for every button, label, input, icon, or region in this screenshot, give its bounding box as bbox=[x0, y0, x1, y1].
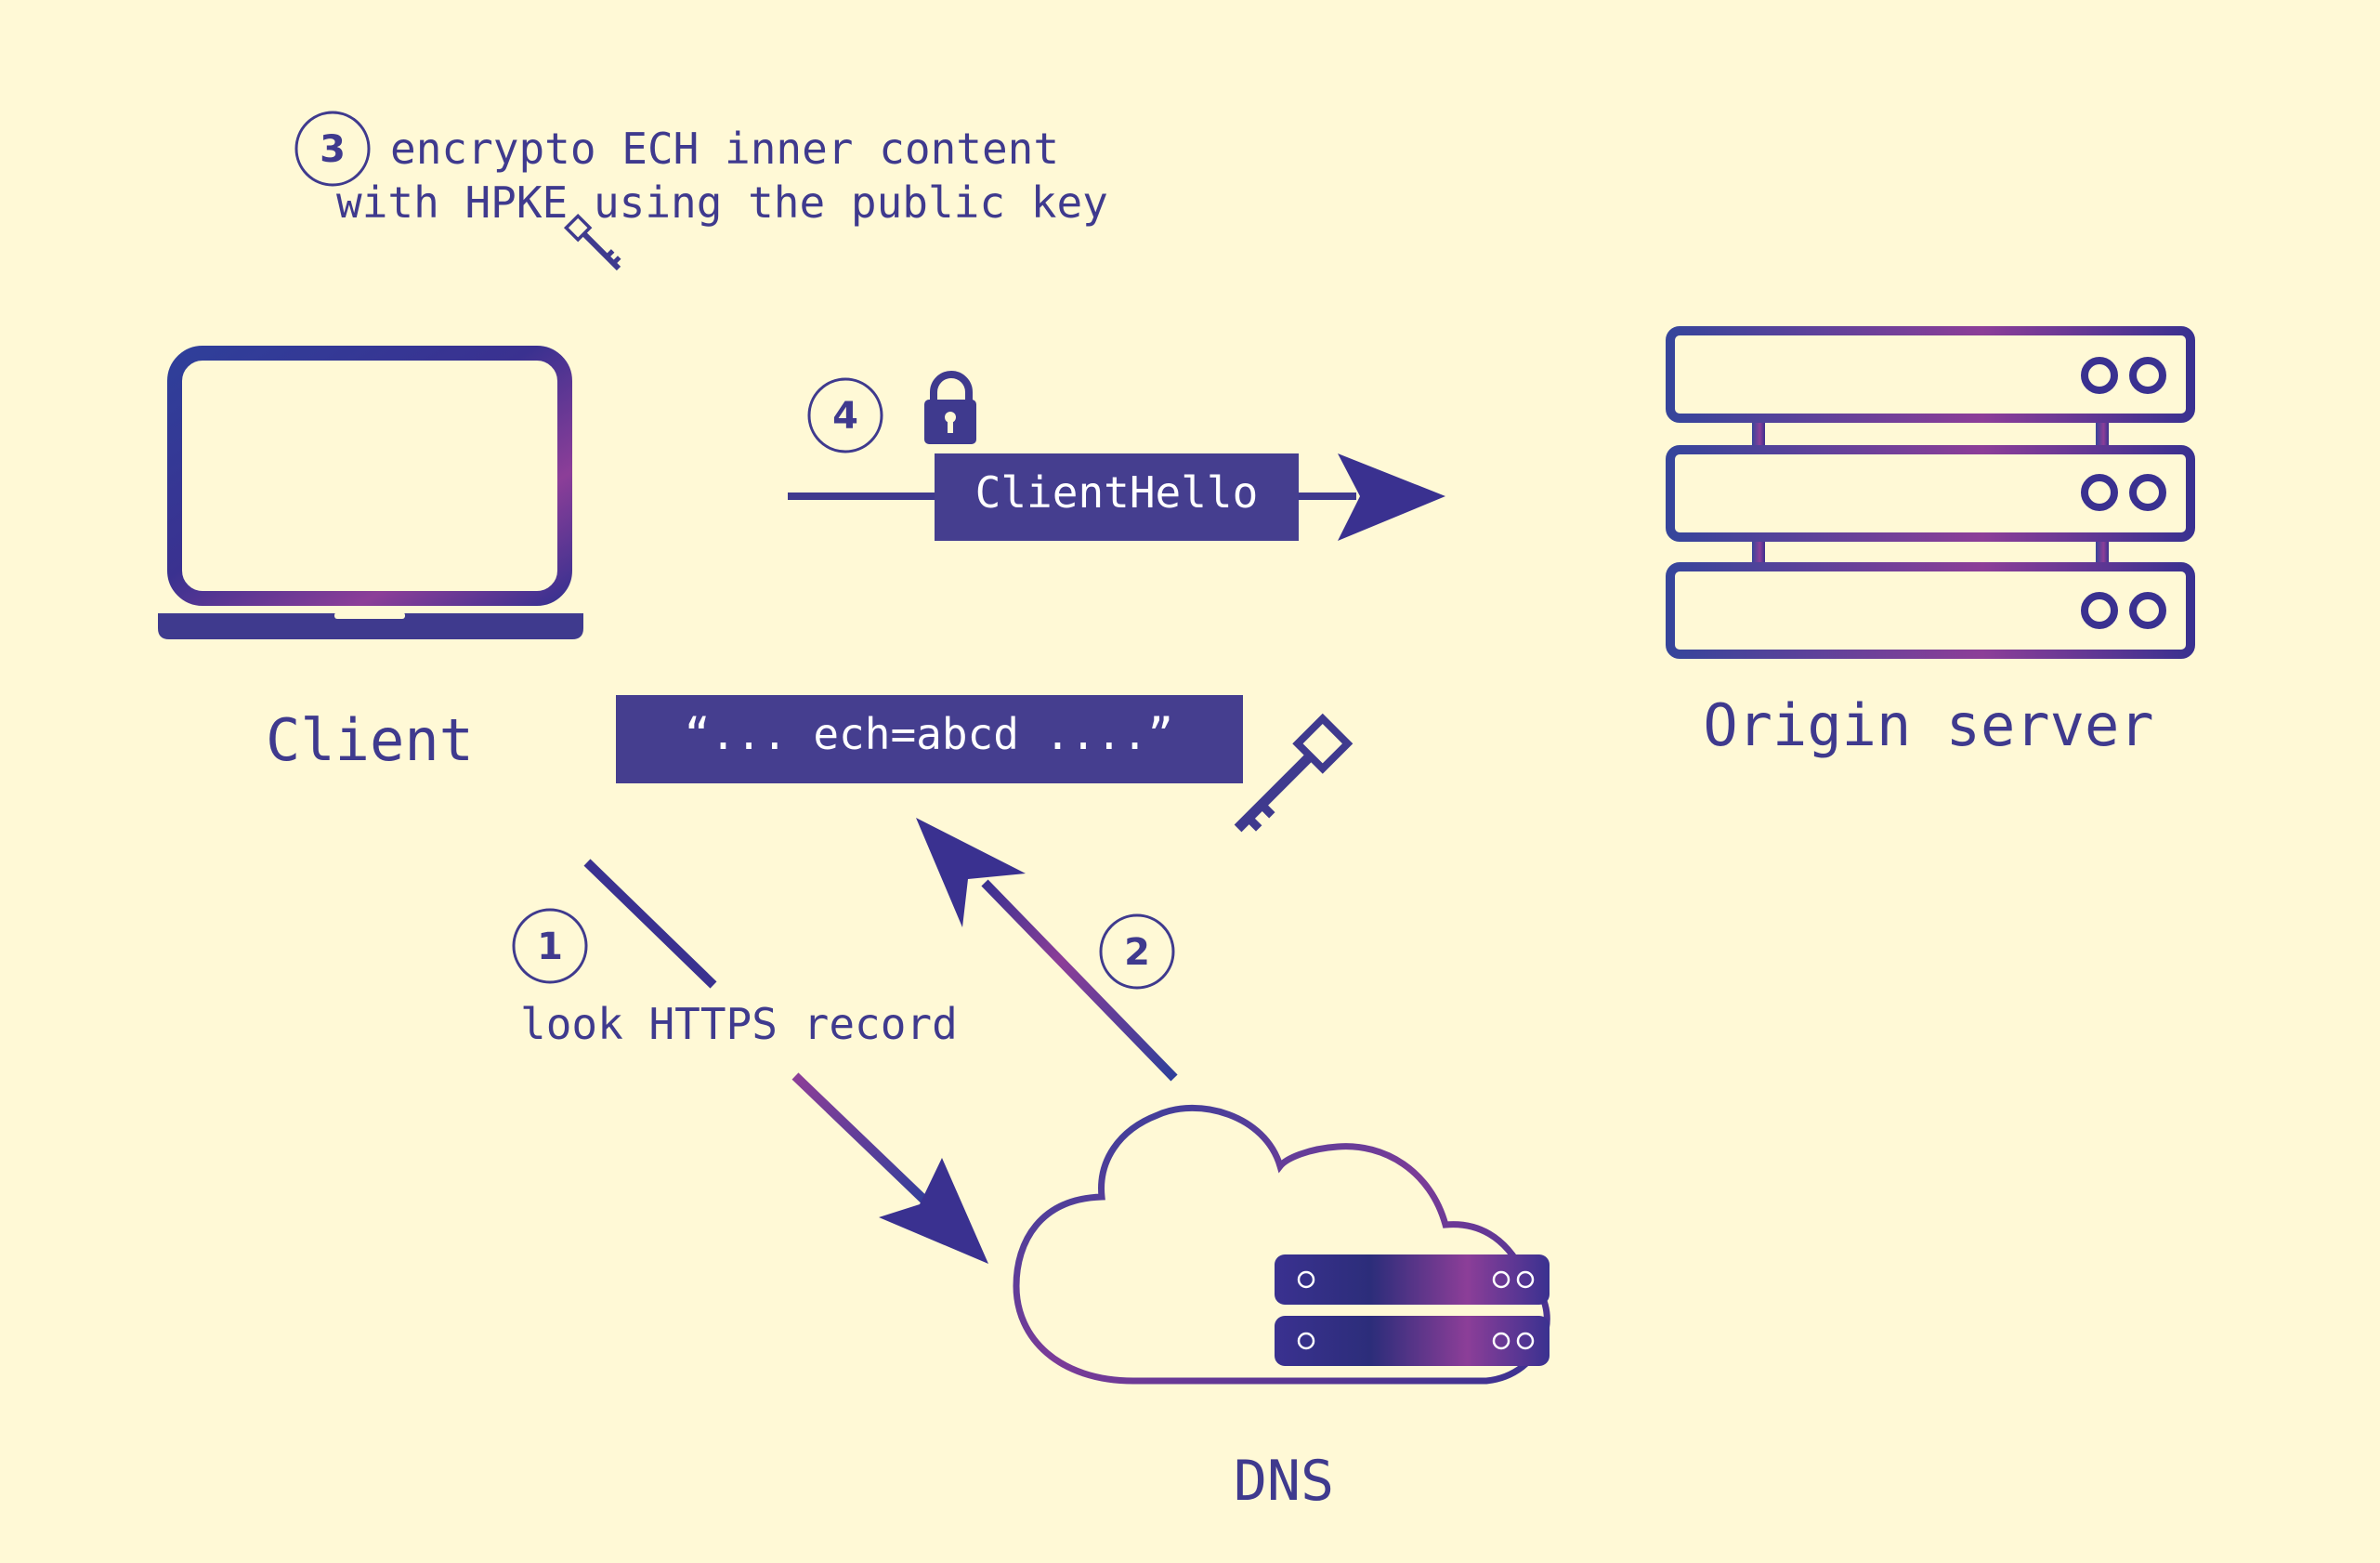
step3-key-icon bbox=[563, 213, 621, 271]
dns-label: DNS bbox=[1234, 1449, 1334, 1514]
origin-server-label: Origin server bbox=[1703, 691, 2153, 759]
step2-number: 2 bbox=[1124, 931, 1150, 974]
client-laptop-icon bbox=[158, 346, 583, 639]
origin-server-rack-icon bbox=[1666, 326, 2195, 659]
step1-number: 1 bbox=[537, 926, 563, 968]
step3-number: 3 bbox=[320, 128, 346, 171]
ech-record-text: “... ech=abcd ....” bbox=[685, 709, 1173, 759]
client-label: Client bbox=[266, 706, 474, 774]
step3-text-line2: with HPKE using the public key bbox=[336, 177, 1108, 228]
step4-badge: 4 bbox=[807, 377, 883, 453]
step2-badge: 2 bbox=[1099, 913, 1175, 990]
step3-badge: 3 bbox=[294, 111, 371, 187]
step1-label: look HTTPS record bbox=[520, 999, 958, 1049]
record-key-icon bbox=[1234, 713, 1353, 833]
step3-text-line1: encrypto ECH inner content bbox=[390, 124, 1059, 174]
step4-number: 4 bbox=[832, 395, 858, 438]
clienthello-label: ClientHello bbox=[975, 467, 1259, 518]
step2-arrow bbox=[916, 818, 1178, 1082]
step1-arrow bbox=[583, 859, 988, 1264]
lock-icon bbox=[924, 371, 976, 444]
ech-record-box bbox=[616, 695, 1243, 783]
clienthello-box bbox=[935, 453, 1299, 541]
dns-server-icon bbox=[1275, 1254, 1550, 1366]
step1-badge: 1 bbox=[512, 908, 588, 984]
